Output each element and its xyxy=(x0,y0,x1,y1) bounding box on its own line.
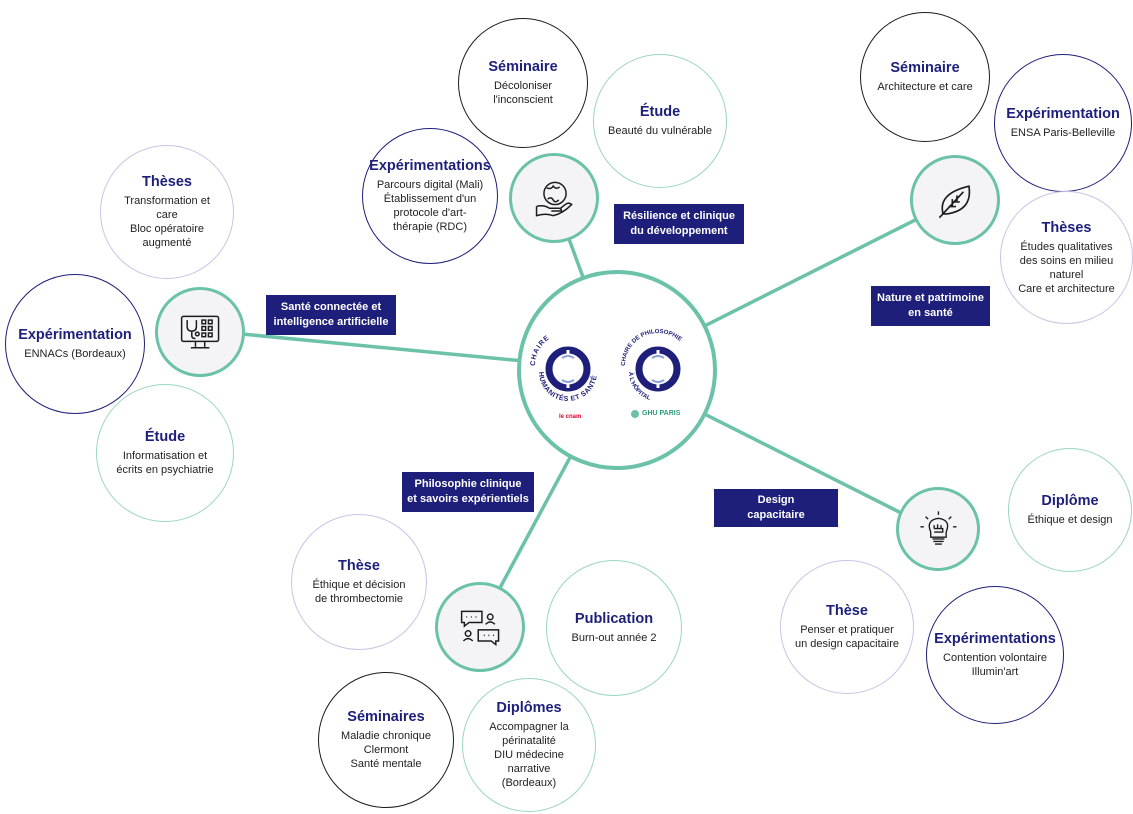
label-resilience: Résilience et clinique du développement xyxy=(614,204,744,244)
bubble-line: Illumin'art xyxy=(971,666,1019,678)
label-line: Nature et patrimoine xyxy=(877,292,984,304)
label-line: Santé connectée et xyxy=(280,301,382,313)
bubble-line: ENNACs (Bordeaux) xyxy=(24,348,126,360)
leaf-icon xyxy=(938,185,971,219)
bubble-title: Publication xyxy=(574,611,654,627)
bubble-title: Thèse xyxy=(826,603,868,619)
bubble-etude-beaute: Étude Beauté du vulnérable xyxy=(593,54,727,188)
bubble-title: Thèse xyxy=(338,558,380,574)
bubble-title: Thèses xyxy=(1041,219,1092,236)
bubble-title: Expérimentations xyxy=(934,631,1056,647)
bubble-seminaires: Séminaires Maladie chronique Clermont Sa… xyxy=(318,672,454,808)
label-line: intelligence artificielle xyxy=(273,316,389,328)
bubble-experimentations-contention: Expérimentations Contention volontaire I… xyxy=(926,586,1064,724)
bubble-these-ethique: Thèse Éthique et décision de thrombectom… xyxy=(291,514,427,650)
bubble-line: Care et architecture xyxy=(1018,282,1115,295)
bubble-etude-informatisation: Étude Informatisation et écrits en psych… xyxy=(96,384,234,522)
bubble-seminaire-architecture: Séminaire Architecture et care xyxy=(860,12,990,142)
label-line: Design xyxy=(757,494,795,506)
bubble-line: Maladie chronique xyxy=(341,730,431,742)
conversation-icon xyxy=(460,610,500,647)
bubble-title: Expérimentation xyxy=(1006,106,1120,122)
bubble-line: Burn-out année 2 xyxy=(571,632,657,644)
logo-left xyxy=(545,346,591,392)
bubble-line: des soins en milieu xyxy=(1019,254,1114,267)
bubble-title: Séminaire xyxy=(890,60,960,76)
bubble-line: Architecture et care xyxy=(877,81,973,93)
bubble-line: Bloc opératoire xyxy=(130,223,204,235)
svg-text:le cnam: le cnam xyxy=(559,414,581,420)
central-logo: CHAIRE HUMANITÉS ET SANTÉ CHAIRE DE PHIL… xyxy=(517,270,717,470)
bubble-title: Séminaires xyxy=(347,709,425,725)
bubble-line: Informatisation et xyxy=(122,450,208,462)
bubble-title: Expérimentation xyxy=(18,327,132,343)
bubble-line: Beauté du vulnérable xyxy=(608,125,712,137)
logo-right xyxy=(635,346,681,392)
bubble-line: l'inconscient xyxy=(493,94,553,106)
bubble-title: Diplôme xyxy=(1041,493,1099,509)
label-line: et savoirs expérientiels xyxy=(407,493,529,505)
bubble-line: Études qualitatives xyxy=(1020,240,1113,253)
hub-nature xyxy=(910,155,1000,245)
label-line: en santé xyxy=(908,307,953,319)
globe-hand-icon xyxy=(535,181,573,217)
lightbulb-fist-icon xyxy=(919,510,957,545)
hub-design xyxy=(896,487,980,571)
bubble-experimentation-ensa: Expérimentation ENSA Paris-Belleville xyxy=(994,54,1132,192)
bubble-line: Contention volontaire xyxy=(943,652,1047,664)
bubble-line: périnatalité xyxy=(502,735,556,747)
bubble-title: Séminaire xyxy=(488,59,558,75)
bubble-line: DIU médecine narrative xyxy=(494,749,564,775)
label-design: Design capacitaire xyxy=(714,489,838,527)
bubble-line: Éthique et design xyxy=(1027,514,1113,526)
bubble-title: Étude xyxy=(639,104,681,120)
bubble-seminaire-decoloniser: Séminaire Décoloniser l'inconscient xyxy=(458,18,588,148)
bubble-line: (Bordeaux) xyxy=(501,777,557,789)
hub-resilience xyxy=(509,153,599,243)
hub-sante xyxy=(155,287,245,377)
bubble-line: Établissement d'un xyxy=(383,193,477,205)
bubble-line: protocole d'art- xyxy=(393,207,467,219)
bubble-line: Décoloniser xyxy=(493,80,553,92)
bubble-line: Transformation et xyxy=(124,195,210,207)
bubble-experimentations-parcours: Expérimentations Parcours digital (Mali)… xyxy=(362,128,498,264)
label-line: du développement xyxy=(630,225,728,237)
bubble-line: de thrombectomie xyxy=(314,593,404,605)
bubble-line: ENSA Paris-Belleville xyxy=(1010,127,1116,139)
bubble-title: Expérimentations xyxy=(369,158,491,174)
bubble-line: Clermont xyxy=(363,744,409,756)
bubble-line: Parcours digital (Mali) xyxy=(376,179,484,191)
label-line: capacitaire xyxy=(747,509,805,521)
bubble-line: Santé mentale xyxy=(350,758,422,770)
logo-graphic: CHAIRE HUMANITÉS ET SANTÉ CHAIRE DE PHIL… xyxy=(530,329,683,420)
bubble-line: Penser et pratiquer xyxy=(800,624,894,636)
bubble-experimentation-ennacs: Expérimentation ENNACs (Bordeaux) xyxy=(5,274,145,414)
label-sante: Santé connectée et intelligence artifici… xyxy=(266,295,396,335)
bubble-line: Éthique et décision xyxy=(312,579,406,591)
bubble-publication: Publication Burn-out année 2 xyxy=(546,560,682,696)
bubble-line: augmenté xyxy=(142,237,192,249)
bubble-theses-transformation: Thèses Transformation et care Bloc opéra… xyxy=(100,145,234,279)
bubble-diplome-design: Diplôme Éthique et design xyxy=(1008,448,1132,572)
label-nature: Nature et patrimoine en santé xyxy=(871,286,990,326)
bubble-diplomes: Diplômes Accompagner la périnatalité DIU… xyxy=(462,678,596,812)
bubble-title: Diplômes xyxy=(496,700,562,716)
hub-philo xyxy=(435,582,525,672)
bubble-line: Accompagner la xyxy=(489,721,569,733)
label-line: Philosophie clinique xyxy=(414,478,522,490)
bubble-line: écrits en psychiatrie xyxy=(116,464,214,476)
medical-monitor-icon xyxy=(180,315,220,349)
bubble-line: naturel xyxy=(1049,268,1084,281)
label-philo: Philosophie clinique et savoirs expérien… xyxy=(402,472,534,512)
bubble-title: Thèses xyxy=(142,174,192,190)
bubble-title: Étude xyxy=(144,429,186,445)
bubble-line: care xyxy=(156,209,178,221)
label-line: Résilience et clinique xyxy=(623,210,735,222)
bubble-line: thérapie (RDC) xyxy=(393,221,467,233)
bubble-line: un design capacitaire xyxy=(795,638,899,650)
bubble-these-penser: Thèse Penser et pratiquer un design capa… xyxy=(780,560,914,694)
svg-text:GHU PARIS: GHU PARIS xyxy=(642,410,681,417)
bubble-theses-etudes: Thèses Études qualitatives des soins en … xyxy=(1000,191,1133,324)
